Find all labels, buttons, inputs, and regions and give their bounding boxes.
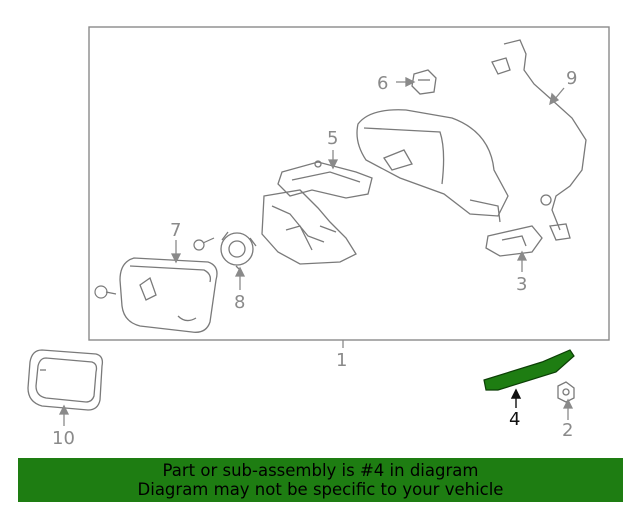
part-wiring-harness[interactable] — [491, 39, 587, 241]
assembly-frame — [88, 26, 610, 341]
callout-10: 10 — [52, 428, 75, 449]
banner-line-2: Diagram may not be specific to your vehi… — [137, 480, 504, 499]
part-outer-glass[interactable] — [27, 349, 104, 411]
callout-8: 8 — [234, 292, 245, 313]
leader-lines — [58, 76, 574, 426]
callout-2: 2 — [562, 420, 573, 441]
part-nut[interactable] — [557, 381, 575, 403]
part-puddle-lamp[interactable] — [485, 225, 543, 257]
callout-4: 4 — [509, 409, 520, 430]
part-screw[interactable] — [94, 285, 117, 299]
callout-3: 3 — [516, 274, 527, 295]
part-clip[interactable] — [411, 69, 437, 95]
part-4-highlighted[interactable] — [483, 349, 575, 391]
part-mirror-frame[interactable] — [261, 189, 357, 265]
callout-7: 7 — [170, 220, 181, 241]
part-mirror-housing[interactable] — [356, 109, 509, 223]
callout-6: 6 — [377, 73, 388, 94]
info-banner: Part or sub-assembly is #4 in diagram Di… — [18, 458, 623, 502]
callout-9: 9 — [566, 68, 577, 89]
part-small-screw[interactable] — [193, 237, 215, 251]
part-turn-signal[interactable] — [277, 160, 373, 199]
part-actuator[interactable] — [220, 231, 257, 271]
part-mirror-glass[interactable] — [119, 257, 218, 333]
callout-5: 5 — [327, 128, 338, 149]
leader-line-part-4 — [510, 388, 522, 408]
banner-line-1: Part or sub-assembly is #4 in diagram — [162, 461, 479, 480]
callout-1: 1 — [336, 350, 347, 371]
parts-diagram: 1 2 3 4 5 6 7 8 9 10 — [27, 26, 610, 449]
